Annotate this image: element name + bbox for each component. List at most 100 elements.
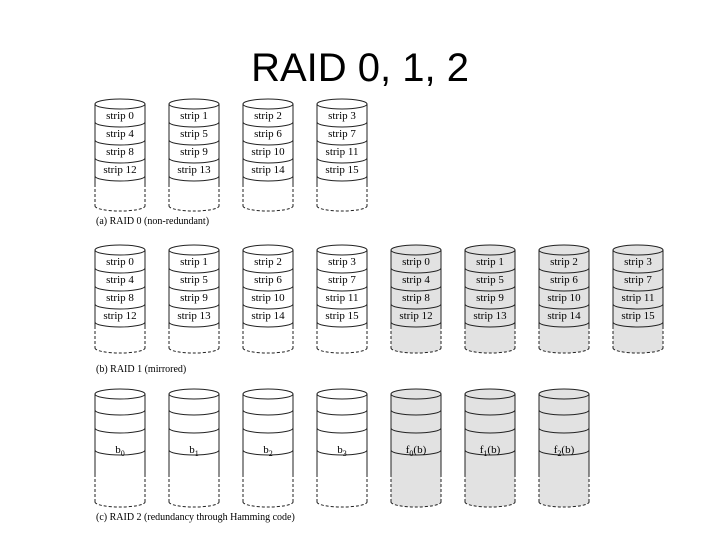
strip-label: strip 6 (550, 274, 578, 286)
strip-label: strip 6 (254, 274, 282, 286)
disk-cylinder-icon (94, 98, 146, 212)
disk-cylinder-icon (168, 244, 220, 354)
raid0-disk: strip 3 strip 7 strip 11 strip 15 (316, 98, 368, 213)
disk-cylinder-icon (242, 244, 294, 354)
strip-label: strip 5 (180, 274, 208, 286)
disk-cylinder-icon (538, 244, 590, 354)
strip-label: strip 0 (106, 110, 134, 122)
raid1-disk: strip 0 strip 4 strip 8 strip 12 (390, 244, 442, 355)
strip-label: strip 12 (399, 310, 433, 322)
strip-label: strip 7 (328, 128, 356, 140)
disk-cylinder-icon (242, 388, 294, 508)
strip-label: strip 8 (106, 292, 134, 304)
strip-label: strip 14 (251, 164, 285, 176)
disk-cylinder-icon (464, 388, 516, 508)
strip-label: strip 13 (177, 164, 211, 176)
bit-label: f2(b) (553, 444, 575, 459)
strip-label: strip 3 (624, 256, 652, 268)
bit-label: f1(b) (479, 444, 501, 459)
slide-title: RAID 0, 1, 2 (251, 46, 469, 90)
strip-label: strip 8 (402, 292, 430, 304)
strip-label: strip 7 (328, 274, 356, 286)
strip-label: strip 9 (180, 146, 208, 158)
disk-cylinder-icon (242, 98, 294, 212)
strip-label: strip 2 (254, 256, 282, 268)
raid1-disk: strip 2 strip 6 strip 10 strip 14 (242, 244, 294, 355)
raid0-disk: strip 2 strip 6 strip 10 strip 14 (242, 98, 294, 213)
disk-cylinder-icon (168, 98, 220, 212)
strip-label: strip 1 (180, 110, 208, 122)
raid2-disk: f2(b) (538, 388, 590, 509)
disk-cylinder-icon (316, 388, 368, 508)
strip-label: strip 1 (476, 256, 504, 268)
bit-label: b0 (115, 444, 125, 459)
raid1-disk: strip 3 strip 7 strip 11 strip 15 (612, 244, 664, 355)
strip-label: strip 3 (328, 110, 356, 122)
strip-label: strip 7 (624, 274, 652, 286)
strip-label: strip 14 (251, 310, 285, 322)
raid1-disk: strip 2 strip 6 strip 10 strip 14 (538, 244, 590, 355)
strip-label: strip 10 (547, 292, 581, 304)
strip-label: strip 2 (254, 110, 282, 122)
strip-label: strip 6 (254, 128, 282, 140)
disk-cylinder-icon (538, 388, 590, 508)
raid2-disk: b3 (316, 388, 368, 509)
raid2-disk: b0 (94, 388, 146, 509)
raid2-disk: b1 (168, 388, 220, 509)
strip-label: strip 15 (621, 310, 655, 322)
disk-cylinder-icon (316, 244, 368, 354)
raid2-disk: f0(b) (390, 388, 442, 509)
strip-label: strip 4 (106, 128, 134, 140)
raid1-disk: strip 3 strip 7 strip 11 strip 15 (316, 244, 368, 355)
bit-label: f0(b) (405, 444, 427, 459)
strip-label: strip 14 (547, 310, 581, 322)
disk-cylinder-icon (94, 244, 146, 354)
disk-cylinder-icon (390, 244, 442, 354)
strip-label: strip 4 (402, 274, 430, 286)
raid1-caption: (b) RAID 1 (mirrored) (96, 364, 187, 375)
raid2-disk-row: b0 b1 b2 b3 f0(b) f1(b) f2(b) (94, 388, 675, 514)
strip-label: strip 9 (476, 292, 504, 304)
strip-label: strip 11 (325, 146, 359, 158)
strip-label: strip 0 (402, 256, 430, 268)
strip-label: strip 1 (180, 256, 208, 268)
disk-cylinder-icon (316, 98, 368, 212)
raid0-disk: strip 1 strip 5 strip 9 strip 13 (168, 98, 220, 213)
disk-cylinder-icon (390, 388, 442, 508)
disk-cylinder-icon (168, 388, 220, 508)
strip-label: strip 9 (180, 292, 208, 304)
raid2-caption: (c) RAID 2 (redundancy through Hamming c… (96, 512, 295, 523)
disk-cylinder-icon (94, 388, 146, 508)
disk-cylinder-icon (464, 244, 516, 354)
strip-label: strip 15 (325, 310, 359, 322)
bit-label: b2 (263, 444, 273, 459)
bit-label: b3 (337, 444, 347, 459)
raid1-disk: strip 1 strip 5 strip 9 strip 13 (464, 244, 516, 355)
raid1-disk: strip 1 strip 5 strip 9 strip 13 (168, 244, 220, 355)
strip-label: strip 2 (550, 256, 578, 268)
strip-label: strip 13 (473, 310, 507, 322)
raid0-caption: (a) RAID 0 (non-redundant) (96, 216, 210, 227)
strip-label: strip 5 (476, 274, 504, 286)
bit-label: b1 (189, 444, 199, 459)
strip-label: strip 5 (180, 128, 208, 140)
strip-label: strip 4 (106, 274, 134, 286)
strip-label: strip 8 (106, 146, 134, 158)
strip-label: strip 13 (177, 310, 211, 322)
strip-label: strip 15 (325, 164, 359, 176)
raid1-disk: strip 0 strip 4 strip 8 strip 12 (94, 244, 146, 355)
strip-label: strip 12 (103, 164, 137, 176)
raid0-disk: strip 0 strip 4 strip 8 strip 12 (94, 98, 146, 213)
strip-label: strip 12 (103, 310, 137, 322)
raid2-disk: f1(b) (464, 388, 516, 509)
strip-label: strip 10 (251, 146, 285, 158)
strip-label: strip 3 (328, 256, 356, 268)
strip-label: strip 0 (106, 256, 134, 268)
strip-label: strip 11 (325, 292, 359, 304)
disk-cylinder-icon (612, 244, 664, 354)
strip-label: strip 11 (621, 292, 655, 304)
raid2-disk: b2 (242, 388, 294, 509)
strip-label: strip 10 (251, 292, 285, 304)
